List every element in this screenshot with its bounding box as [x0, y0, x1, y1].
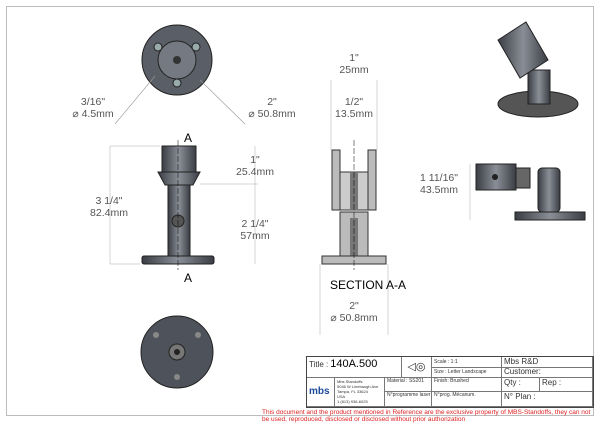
- sheet-size: Size : Letter Landscape: [432, 368, 502, 378]
- section-outer-dimension: 1"25mm: [339, 52, 369, 76]
- plan-number: N° Plan :: [502, 392, 593, 407]
- section-inner-dimension: 1/2"13.5mm: [335, 96, 373, 120]
- quantity: Qty :: [502, 378, 540, 392]
- front-view-part: [109, 140, 258, 270]
- sheet-border: [6, 6, 594, 416]
- customer: Customer:: [502, 367, 593, 378]
- total-height-dimension: 3 1/4"82.4mm: [90, 195, 128, 219]
- section-marker-top: A: [184, 131, 193, 145]
- lower-height-dimension: 2 1/4"57mm: [240, 218, 270, 242]
- mbs-logo: mbs: [307, 378, 335, 407]
- top-view-base: [114, 24, 246, 125]
- laser-program: N°programme laser: [385, 392, 432, 407]
- section-marker-bottom: A: [184, 271, 193, 285]
- company: Mbs R&D: [502, 357, 593, 368]
- section-view: [319, 80, 389, 335]
- finish: Finish: Brushed: [432, 378, 502, 392]
- isometric-view: [497, 21, 579, 118]
- disclaimer: This document and the product mentioned …: [262, 409, 591, 423]
- part-number: 140A.500: [330, 358, 378, 370]
- mechanical-program: N°prog. Mécanum.: [432, 392, 502, 407]
- base-dimension: 2"⌀ 50.8mm: [248, 96, 296, 120]
- section-title: SECTION A-A: [330, 278, 407, 292]
- rep: Rep :: [540, 378, 593, 392]
- projection-symbol-icon: ◁◎: [402, 357, 432, 378]
- title-block: Title : 140A.500 ◁◎ Scale : 1:1 Size : L…: [306, 356, 594, 408]
- section-base-dimension: 2"⌀ 50.8mm: [330, 300, 378, 324]
- hole-dimension: 3/16"⌀ 4.5mm: [72, 96, 114, 120]
- top-height-dimension: 1"25.4mm: [236, 154, 274, 178]
- material: Material : SS201: [385, 378, 432, 392]
- side-view-part: [469, 163, 586, 221]
- bottom-view-base: [140, 315, 214, 389]
- scale: Scale : 1:1: [432, 357, 502, 368]
- side-height-dimension: 1 11/16"43.5mm: [420, 172, 458, 196]
